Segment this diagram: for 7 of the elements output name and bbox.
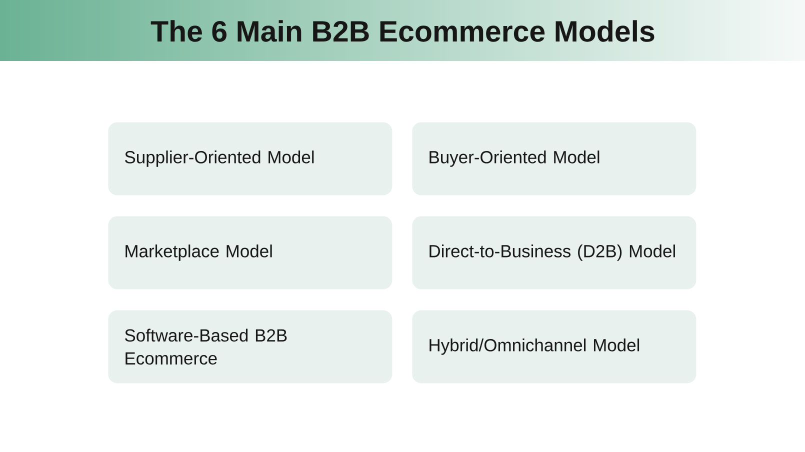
model-box: Marketplace Model [108, 216, 392, 290]
model-box: Hybrid/Omnichannel Model [412, 310, 696, 384]
model-box: Buyer-Oriented Model [412, 122, 696, 196]
model-box: Software-Based B2B Ecommerce [108, 310, 392, 384]
model-box: Direct-to-Business (D2B) Model [412, 216, 696, 290]
model-box: Supplier-Oriented Model [108, 122, 392, 196]
title: The 6 Main B2B Ecommerce Models [150, 20, 654, 42]
